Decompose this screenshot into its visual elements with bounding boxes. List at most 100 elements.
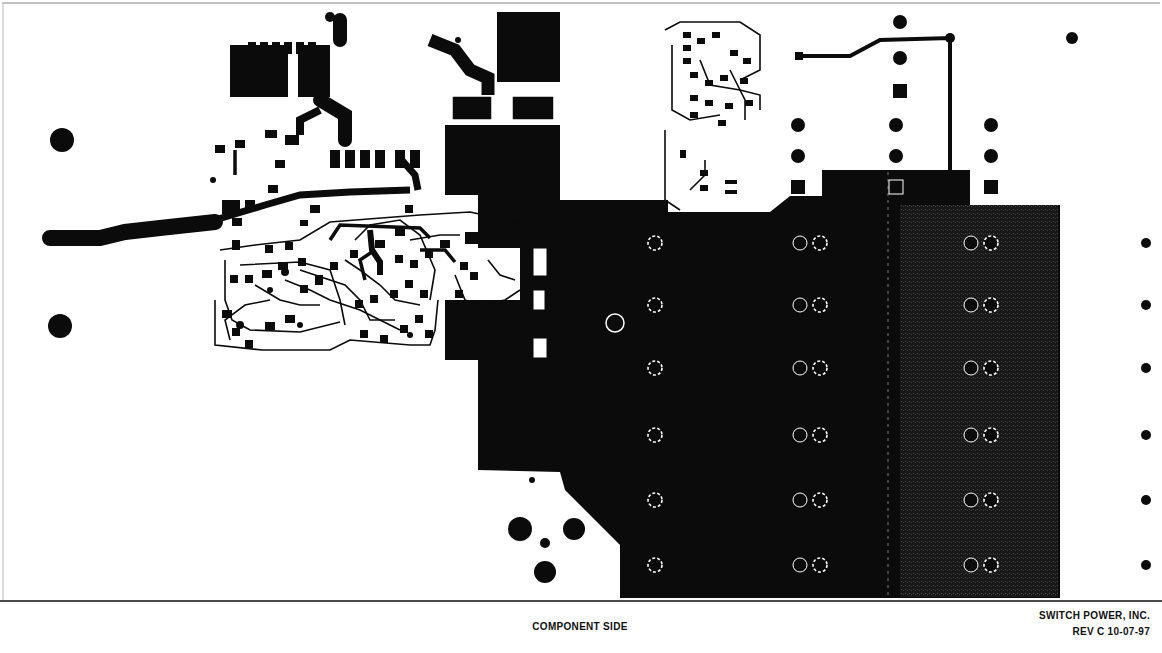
smd-pad <box>390 290 398 298</box>
smd-pad <box>470 272 478 280</box>
pad <box>267 287 273 293</box>
mounting-pad <box>540 538 550 548</box>
pad <box>455 37 461 43</box>
pad <box>791 180 805 194</box>
via <box>964 236 978 250</box>
via <box>813 236 827 250</box>
via <box>984 361 998 375</box>
power-trace <box>300 110 320 135</box>
smd-pad <box>268 185 278 193</box>
via <box>648 298 662 312</box>
pad <box>297 322 303 328</box>
edge-pad <box>1141 300 1151 310</box>
smd-pad <box>285 242 293 250</box>
via <box>813 361 827 375</box>
smd-pad <box>705 80 713 86</box>
pad <box>893 84 907 98</box>
smd-pad <box>260 42 268 54</box>
smd-pad <box>705 100 713 106</box>
edge-pad <box>1141 363 1151 373</box>
smd-pad <box>345 150 355 168</box>
power-trace <box>50 222 215 238</box>
smd-pad <box>415 315 423 323</box>
copper-texture <box>900 205 1058 597</box>
smd-pad <box>300 285 308 293</box>
via <box>793 558 807 572</box>
power-trace <box>215 190 410 220</box>
smd-pad <box>485 345 493 353</box>
smd-pad <box>465 232 493 244</box>
sheet-caption: COMPONENT SIDE <box>532 621 627 632</box>
smd-pad <box>330 150 340 168</box>
via <box>793 236 807 250</box>
via <box>648 428 662 442</box>
edge-pad <box>1141 560 1151 570</box>
signal-traces <box>665 22 760 210</box>
mounting-pad <box>563 518 585 540</box>
smd-pad <box>420 290 428 298</box>
smd-pad <box>683 45 691 51</box>
edge-pad <box>1141 495 1151 505</box>
pad <box>791 149 805 163</box>
via <box>964 493 978 507</box>
pad <box>236 321 244 329</box>
pour-split <box>888 172 889 596</box>
frame-line <box>2 3 1160 4</box>
smd-pad <box>697 38 705 44</box>
smd-pad <box>265 322 275 330</box>
smd-pad <box>690 95 698 101</box>
smd-pad <box>410 150 420 168</box>
smd-pad <box>683 32 691 38</box>
via <box>793 361 807 375</box>
smd-pad <box>680 150 686 158</box>
mounting-pad <box>1066 32 1078 44</box>
smd-pad <box>265 245 273 253</box>
pad <box>281 268 289 276</box>
company-name: SWITCH POWER, INC. <box>1039 610 1150 621</box>
pad <box>791 118 805 132</box>
smd-pad <box>725 103 733 109</box>
smd-pad <box>275 160 285 168</box>
smd-pad <box>405 280 413 288</box>
smd-pad <box>690 72 698 78</box>
smd-pad <box>285 135 299 145</box>
pad <box>889 149 903 163</box>
smd-pad <box>740 78 748 84</box>
smd-pad <box>308 42 316 54</box>
power-pad <box>452 96 492 120</box>
smd-pad <box>410 260 418 268</box>
via <box>813 428 827 442</box>
via <box>984 298 998 312</box>
via <box>984 428 998 442</box>
smd-pad <box>245 275 253 283</box>
smd-pad <box>300 220 308 226</box>
smd-pad <box>285 315 295 323</box>
via <box>793 428 807 442</box>
smd-pad <box>248 42 256 54</box>
smd-pad <box>475 312 483 320</box>
smd-pad <box>520 228 540 242</box>
via <box>648 361 662 375</box>
frame-line <box>0 600 1162 602</box>
smd-pad <box>400 325 408 333</box>
pad <box>984 180 998 194</box>
via <box>648 493 662 507</box>
power-trace <box>320 20 345 140</box>
pad <box>325 12 335 22</box>
smd-pad <box>375 240 385 248</box>
pad <box>893 15 907 29</box>
pad <box>407 332 413 338</box>
power-pad <box>497 12 560 82</box>
smd-pad <box>405 205 413 213</box>
smd-pad <box>272 42 280 54</box>
pad <box>529 477 535 483</box>
via <box>813 558 827 572</box>
smd-pad <box>370 295 378 303</box>
via <box>964 428 978 442</box>
smd-pad <box>395 228 405 236</box>
smd-pad <box>284 42 292 54</box>
power-trace <box>430 40 488 95</box>
via <box>964 298 978 312</box>
